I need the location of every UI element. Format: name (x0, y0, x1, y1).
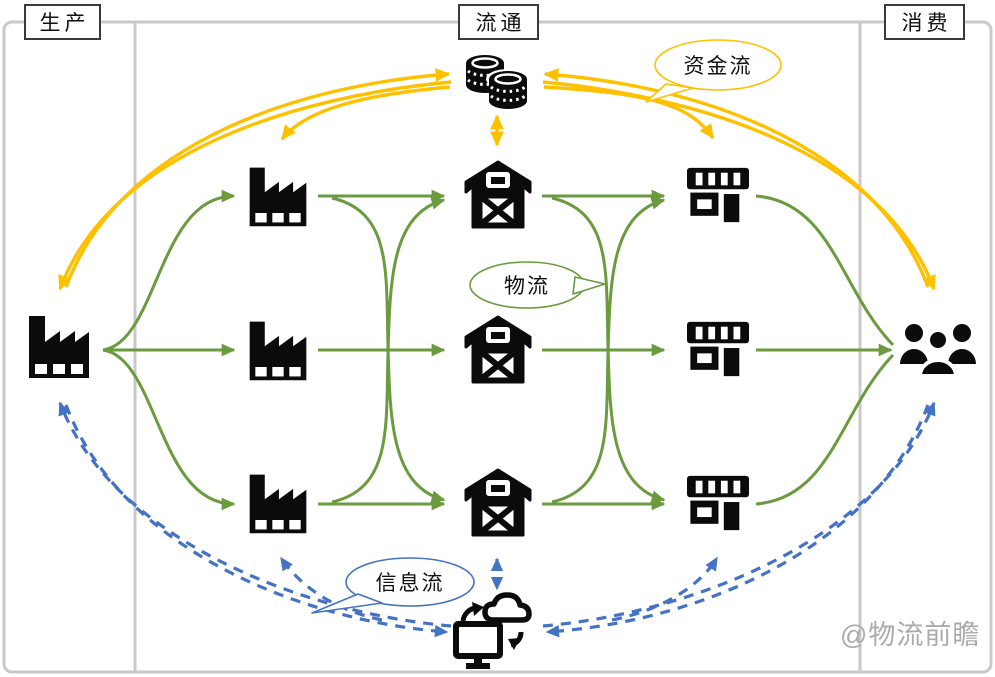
section-label-consumption-text: 消费 (901, 12, 952, 35)
factory-icon (241, 469, 315, 537)
people-icon (896, 320, 980, 380)
information-flow-bubble-label: 信息流 (375, 572, 445, 595)
barn-icon (455, 315, 541, 385)
storefront-icon (682, 164, 754, 226)
coins-icon (460, 50, 534, 112)
factory-icon (20, 310, 98, 382)
section-label-circulation-text: 流通 (475, 12, 526, 35)
section-label-production-text: 生产 (39, 12, 90, 35)
logistics-flow-lines (102, 189, 895, 511)
information-flow-lines (58, 401, 936, 638)
factory-icon (241, 162, 315, 230)
capital-flow-bubble-label: 资金流 (683, 55, 753, 78)
section-label-production: 生产 (24, 4, 101, 40)
computer-cloud-sync-icon (448, 590, 540, 672)
barn-icon (455, 468, 541, 538)
factory-icon (241, 316, 315, 384)
information-flow-bubble-shape (311, 557, 475, 614)
storefront-icon (682, 472, 754, 534)
watermark: @物流前瞻 (840, 620, 981, 650)
capital-flow-lines (58, 68, 936, 291)
section-label-circulation: 流通 (458, 4, 539, 40)
logistics-bubble-shape (469, 261, 606, 309)
section-label-consumption: 消费 (884, 4, 965, 40)
storefront-icon (682, 318, 754, 380)
capital-flow-bubble-shape (645, 39, 782, 103)
barn-icon (455, 160, 541, 230)
logistics-bubble-label: 物流 (504, 275, 550, 298)
